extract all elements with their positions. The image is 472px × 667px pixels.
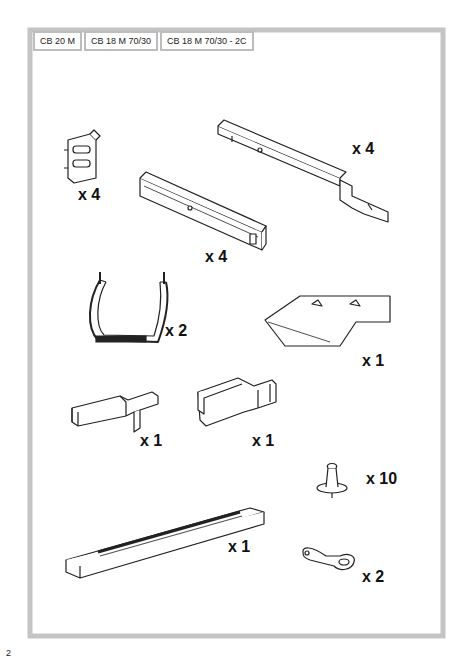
quantity-label: x 4	[78, 186, 100, 204]
plastic-plug	[317, 464, 347, 499]
support-rail	[218, 120, 388, 222]
model-tab: CB 20 M	[33, 31, 82, 51]
quantity-label: x 1	[228, 538, 250, 556]
door-bracket	[72, 392, 158, 432]
quantity-label: x 2	[362, 568, 384, 586]
model-name: CB 20 M	[40, 36, 75, 46]
model-name: CB 18 M 70/30 - 2C	[167, 36, 247, 46]
model-name: CB 18 M 70/30	[91, 36, 151, 46]
model-tab: CB 18 M 70/30 - 2C	[160, 31, 254, 51]
quantity-label: x 4	[352, 140, 374, 158]
quantity-label: x 10	[366, 470, 397, 488]
door-bracket	[198, 378, 276, 426]
quantity-label: x 1	[252, 432, 274, 450]
page-frame	[30, 30, 443, 636]
quantity-label: x 2	[165, 322, 187, 340]
quantity-label: x 4	[205, 248, 227, 266]
ice-scraper	[265, 296, 390, 346]
wire-handle	[90, 272, 168, 342]
page-number: 2	[6, 648, 11, 658]
slide-rail	[140, 172, 266, 250]
quantity-label: x 1	[140, 432, 162, 450]
model-tab: CB 18 M 70/30	[84, 31, 158, 51]
seal-strip	[66, 508, 264, 578]
adjust-cam	[303, 548, 354, 570]
quantity-label: x 1	[362, 352, 384, 370]
mounting-clip	[64, 130, 100, 183]
